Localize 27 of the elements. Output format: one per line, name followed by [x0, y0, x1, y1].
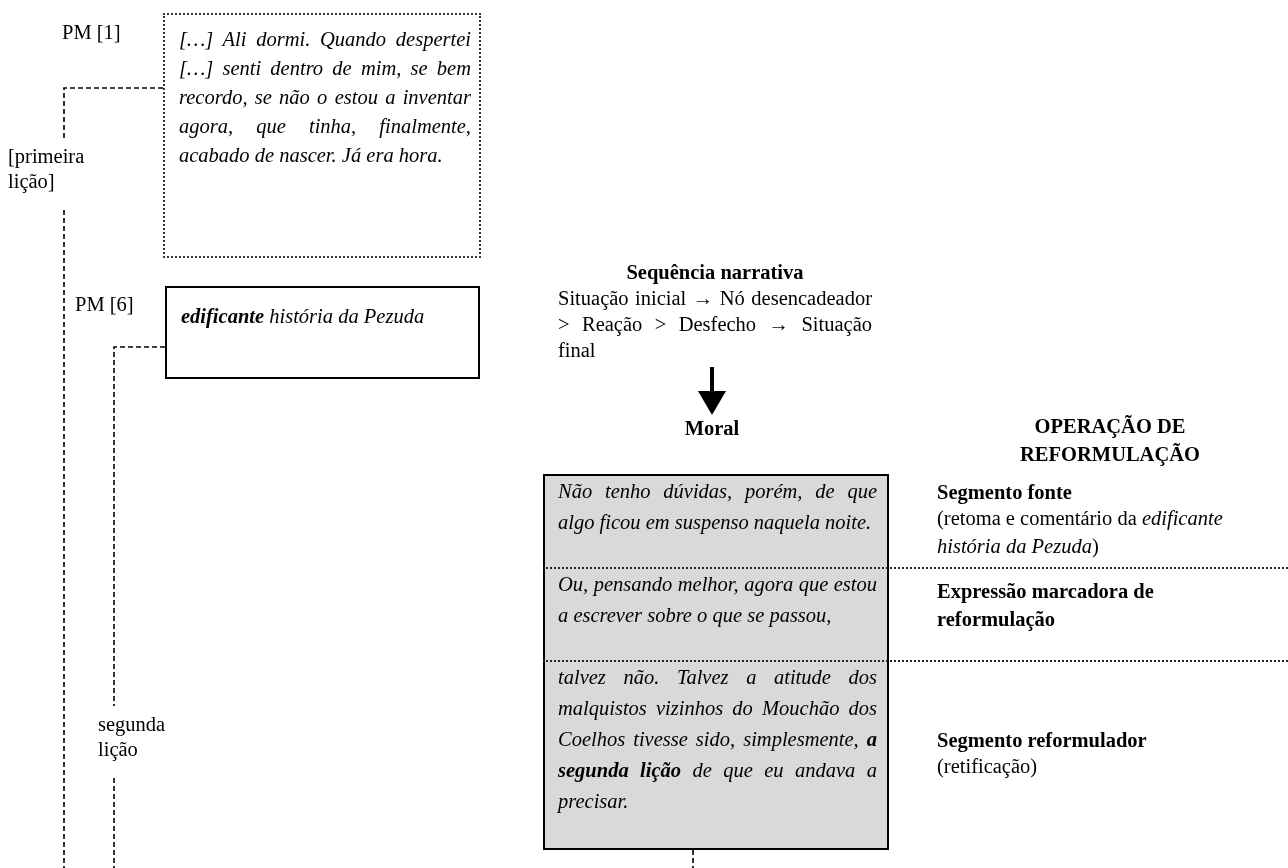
lesson-text: [primeira lição] — [8, 144, 86, 194]
connector-line — [63, 87, 164, 139]
connector-line — [63, 209, 65, 868]
column-heading: OPERAÇÃO DE REFORMULAÇÃO — [1019, 414, 1201, 468]
marker-expression-text: Ou, pensando melhor, agora que estou a escrever sobre o que se passou, — [557, 572, 878, 629]
moral-text: Moral — [683, 416, 741, 441]
connector-line — [692, 849, 694, 868]
paragraph-tag: PM [1] — [62, 20, 121, 44]
paragraph-tag: PM [6] — [75, 292, 134, 316]
moral-box — [543, 474, 889, 850]
arrow — [698, 367, 726, 415]
segment-description: (retoma e comentário da edificante história da Pezuda) — [937, 506, 1224, 559]
quote-text: […] Ali dormi. Quando despertei […] senti dentro de mim, se bem recordo, se não o estou a inventar agora, que tinha, finalmente, acabado de nascer. Já era hora. — [179, 27, 471, 168]
source-segment-text: Não tenho dúvidas, porém, de que algo ficou em suspenso naquela noite. — [557, 479, 878, 536]
segment-heading: Segmento fonte — [937, 480, 1073, 506]
quote-box — [163, 13, 481, 258]
reformulating-segment-text: talvez não. Talvez a atitude dos malquistos vizinhos do Mouchão dos Coelhos tivesse sido, simplesmente, a segunda lição de que eu andava a precisar. — [556, 665, 878, 815]
quote-text: edificante história da Pezuda — [181, 304, 426, 330]
quote-box — [165, 286, 480, 379]
connector-line — [113, 346, 166, 707]
lesson-text: segunda lição — [98, 712, 167, 762]
sequence-heading: Sequência narrativa — [625, 260, 805, 285]
segment-heading: Segmento reformulador — [937, 728, 1148, 754]
segment-description: (retificação) — [937, 754, 1039, 780]
sequence-text: Situação inicial → Nó desencadeador > Reação > Desfecho → Situação final — [558, 286, 872, 363]
connector-line — [113, 777, 115, 868]
segment-heading: Expressão marcadora de reformulação — [937, 579, 1155, 633]
